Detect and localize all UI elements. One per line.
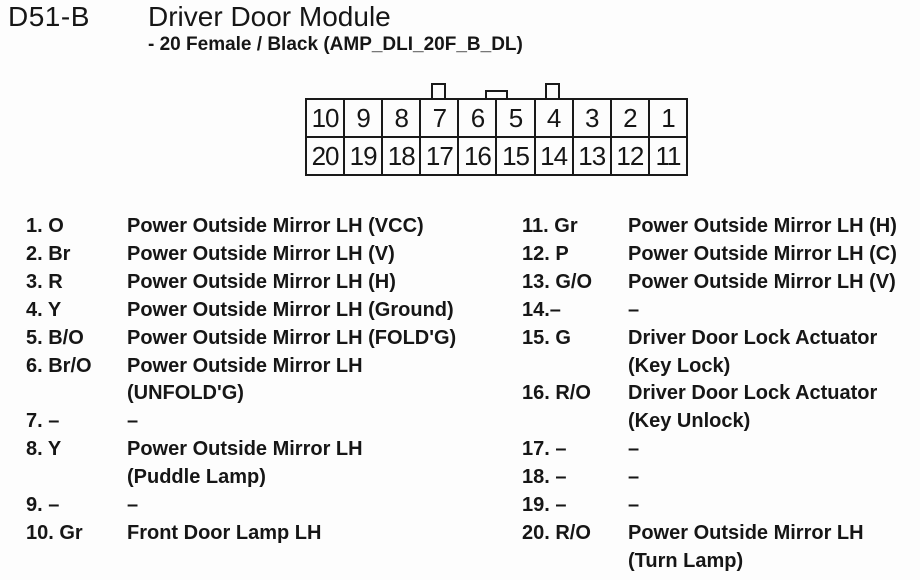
connector-key-tab-3 xyxy=(545,83,560,99)
connector-cell-15: 15 xyxy=(497,138,534,174)
pin-row-11: 11. Gr Power Outside Mirror LH (H) xyxy=(522,213,917,241)
pin-description: Power Outside Mirror LH (H) xyxy=(127,270,396,293)
connector-diagram: 10 9 8 7 6 5 4 3 2 1 20 19 18 17 16 15 1… xyxy=(305,98,688,176)
pin-description: Driver Door Lock Actuator (Key Unlock) xyxy=(628,382,878,433)
pin-list-right: 11. Gr Power Outside Mirror LH (H) 12. P… xyxy=(522,213,917,576)
pin-row-17: 17. – – xyxy=(522,436,917,464)
pin-description: – xyxy=(127,410,139,433)
connector-cell-3: 3 xyxy=(573,100,610,136)
connector-cell-4: 4 xyxy=(535,100,572,136)
pin-row-20: 20. R/O Power Outside Mirror LH (Turn La… xyxy=(522,520,917,576)
pin-row-7: 7. – – xyxy=(26,408,491,436)
pin-row-9: 9. – – xyxy=(26,492,491,520)
pin-description: Driver Door Lock Actuator (Key Lock) xyxy=(628,326,878,377)
pin-description: Power Outside Mirror LH (FOLD'G) xyxy=(127,326,457,349)
pin-row-8: 8. Y Power Outside Mirror LH (Puddle Lam… xyxy=(26,436,491,492)
pin-description: Power Outside Mirror LH (VCC) xyxy=(127,215,424,237)
page-title: Driver Door Module xyxy=(148,1,391,32)
pin-description: Power Outside Mirror LH (Turn Lamp) xyxy=(628,521,864,572)
pin-row-13: 13. G/O Power Outside Mirror LH (V) xyxy=(522,269,917,297)
pin-row-10: 10. Gr Front Door Lamp LH xyxy=(26,520,491,548)
connector-cell-19: 19 xyxy=(345,138,382,174)
pin-label: 17. – xyxy=(522,438,567,461)
connector-cell-8: 8 xyxy=(383,100,420,136)
connector-cell-6: 6 xyxy=(459,100,496,136)
pin-description: – xyxy=(628,298,640,321)
pin-label: 11. Gr xyxy=(522,215,578,237)
connector-key-tab-1 xyxy=(431,83,446,99)
connector-cell-12: 12 xyxy=(611,138,648,174)
connector-cell-2: 2 xyxy=(611,100,648,136)
pin-row-5: 5. B/O Power Outside Mirror LH (FOLD'G) xyxy=(26,325,491,353)
pin-label: 4. Y xyxy=(26,298,62,321)
connector-cell-9: 9 xyxy=(345,100,382,136)
pin-label: 9. – xyxy=(26,494,60,517)
connector-cell-1: 1 xyxy=(649,100,686,136)
pin-description: – xyxy=(628,466,640,489)
pin-row-14: 14.– – xyxy=(522,297,917,325)
connector-cell-5: 5 xyxy=(497,100,534,136)
pin-description: Power Outside Mirror LH (V) xyxy=(628,270,896,293)
pin-label: 6. Br/O xyxy=(26,354,92,377)
pin-label: 19. – xyxy=(522,494,567,517)
connector-cell-18: 18 xyxy=(383,138,420,174)
pin-description: – xyxy=(127,494,139,517)
pin-description: Power Outside Mirror LH (H) xyxy=(628,215,897,237)
connector-cell-13: 13 xyxy=(573,138,610,174)
connector-cell-17: 17 xyxy=(421,138,458,174)
pin-row-15: 15. G Driver Door Lock Actuator (Key Loc… xyxy=(522,325,917,381)
pin-row-16: 16. R/O Driver Door Lock Actuator (Key U… xyxy=(522,380,917,436)
pin-description: Power Outside Mirror LH (C) xyxy=(628,242,897,265)
pin-description: Front Door Lamp LH xyxy=(127,521,322,544)
pin-label: 15. G xyxy=(522,326,571,349)
connector-cell-10: 10 xyxy=(307,100,344,136)
pin-row-12: 12. P Power Outside Mirror LH (C) xyxy=(522,241,917,269)
pin-label: 10. Gr xyxy=(26,521,83,544)
pin-label: 12. P xyxy=(522,242,569,265)
pin-description: Power Outside Mirror LH (Puddle Lamp) xyxy=(127,438,363,489)
pin-label: 18. – xyxy=(522,466,567,489)
pin-row-6: 6. Br/O Power Outside Mirror LH (UNFOLD'… xyxy=(26,353,491,409)
page-subtitle: - 20 Female / Black (AMP_DLI_20F_B_DL) xyxy=(148,34,523,55)
connector-cell-14: 14 xyxy=(535,138,572,174)
connector-cell-20: 20 xyxy=(307,138,344,174)
connector-cell-16: 16 xyxy=(459,138,496,174)
pin-list-left: 1. O Power Outside Mirror LH (VCC) 2. Br… xyxy=(26,213,491,548)
pin-description: Power Outside Mirror LH (V) xyxy=(127,242,395,265)
pin-description: – xyxy=(628,438,640,461)
pin-row-18: 18. – – xyxy=(522,464,917,492)
pin-label: 14.– xyxy=(522,298,561,321)
pin-label: 20. R/O xyxy=(522,521,591,544)
pin-label: 1. O xyxy=(26,215,64,237)
pin-label: 13. G/O xyxy=(522,270,593,293)
pin-label: 7. – xyxy=(26,410,60,433)
pin-label: 3. R xyxy=(26,270,63,293)
pin-label: 2. Br xyxy=(26,242,71,265)
pin-row-1: 1. O Power Outside Mirror LH (VCC) xyxy=(26,213,491,241)
pin-description: Power Outside Mirror LH (UNFOLD'G) xyxy=(127,354,363,405)
pin-label: 8. Y xyxy=(26,438,62,461)
pin-description: – xyxy=(628,494,640,517)
connector-cell-7: 7 xyxy=(421,100,458,136)
pin-row-2: 2. Br Power Outside Mirror LH (V) xyxy=(26,241,491,269)
pin-description: Power Outside Mirror LH (Ground) xyxy=(127,298,454,321)
connector-cell-11: 11 xyxy=(649,138,686,174)
pin-label: 16. R/O xyxy=(522,382,591,405)
pin-row-3: 3. R Power Outside Mirror LH (H) xyxy=(26,269,491,297)
pin-row-4: 4. Y Power Outside Mirror LH (Ground) xyxy=(26,297,491,325)
connector-id: D51-B xyxy=(8,1,90,32)
pin-row-19: 19. – – xyxy=(522,492,917,520)
connector-key-tab-2 xyxy=(485,90,508,99)
pin-label: 5. B/O xyxy=(26,326,84,349)
